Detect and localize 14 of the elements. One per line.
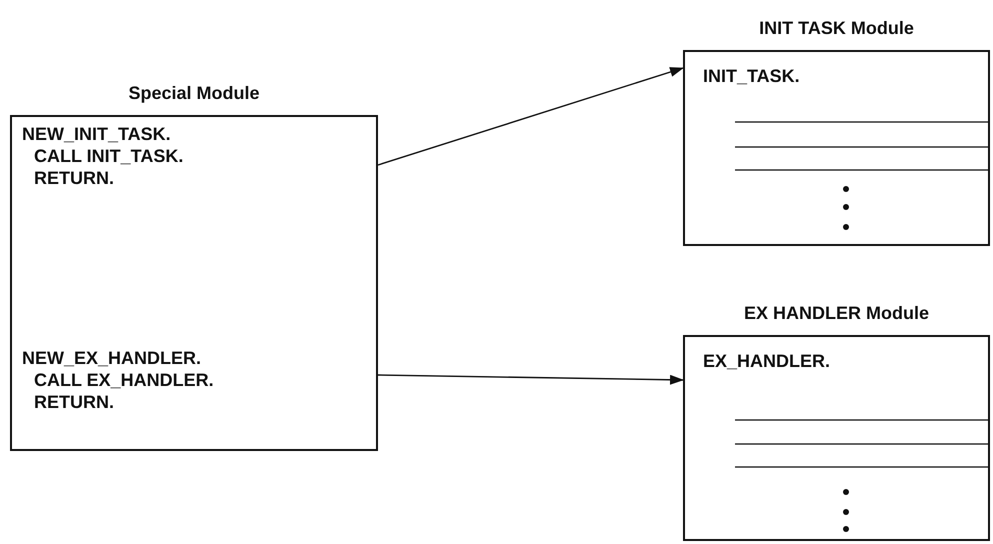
arrow [378,67,684,166]
code-text: CALL INIT_TASK. RETURN. [33,145,184,189]
code-text: CALL EX_HANDLER. RETURN. [33,369,215,413]
module-title: INIT TASK Module [758,18,915,39]
module-title: Special Module [127,83,261,104]
arrow [378,374,684,385]
code-label: NEW_INIT_TASK. [21,123,172,145]
code-label: INIT_TASK. [703,66,800,87]
module-box [683,50,990,246]
module-box [10,115,378,451]
module-title: EX HANDLER Module [742,303,930,324]
code-label: NEW_EX_HANDLER. [21,347,202,369]
module-box [683,335,990,541]
code-label: EX_HANDLER. [703,351,830,372]
